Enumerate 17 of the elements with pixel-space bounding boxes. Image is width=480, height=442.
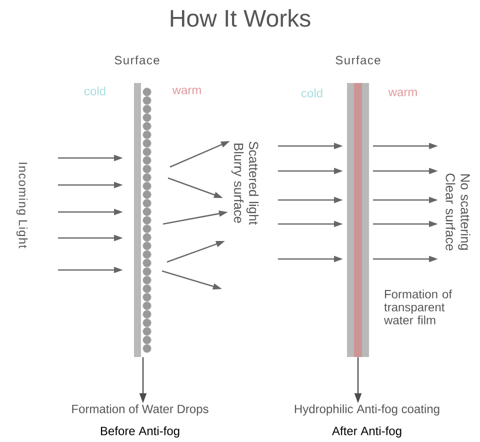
rotated-label: Incoming Light bbox=[16, 162, 28, 248]
rotated-label: No scattering Clear surface bbox=[446, 174, 470, 250]
rotated-label: Scattered light Blurry surface bbox=[231, 142, 259, 225]
side-label: warm bbox=[172, 88, 201, 94]
surface-label: Surface bbox=[336, 56, 380, 64]
surface-label: Surface bbox=[114, 56, 160, 64]
side-label: cold bbox=[302, 88, 322, 98]
side-label: warm bbox=[388, 90, 417, 96]
caption: Hydrophilic Anti-fog coating bbox=[294, 404, 440, 416]
panel-caption: After Anti-fog bbox=[332, 426, 402, 438]
note: Formation of transparent water film bbox=[384, 290, 452, 324]
title: How It Works bbox=[170, 9, 310, 27]
caption: Formation of Water Drops bbox=[72, 404, 208, 416]
surface-drawing bbox=[347, 83, 369, 357]
surface-drawing bbox=[134, 83, 152, 357]
panel-caption: Before Anti-fog bbox=[100, 426, 180, 438]
side-label: cold bbox=[84, 86, 106, 96]
